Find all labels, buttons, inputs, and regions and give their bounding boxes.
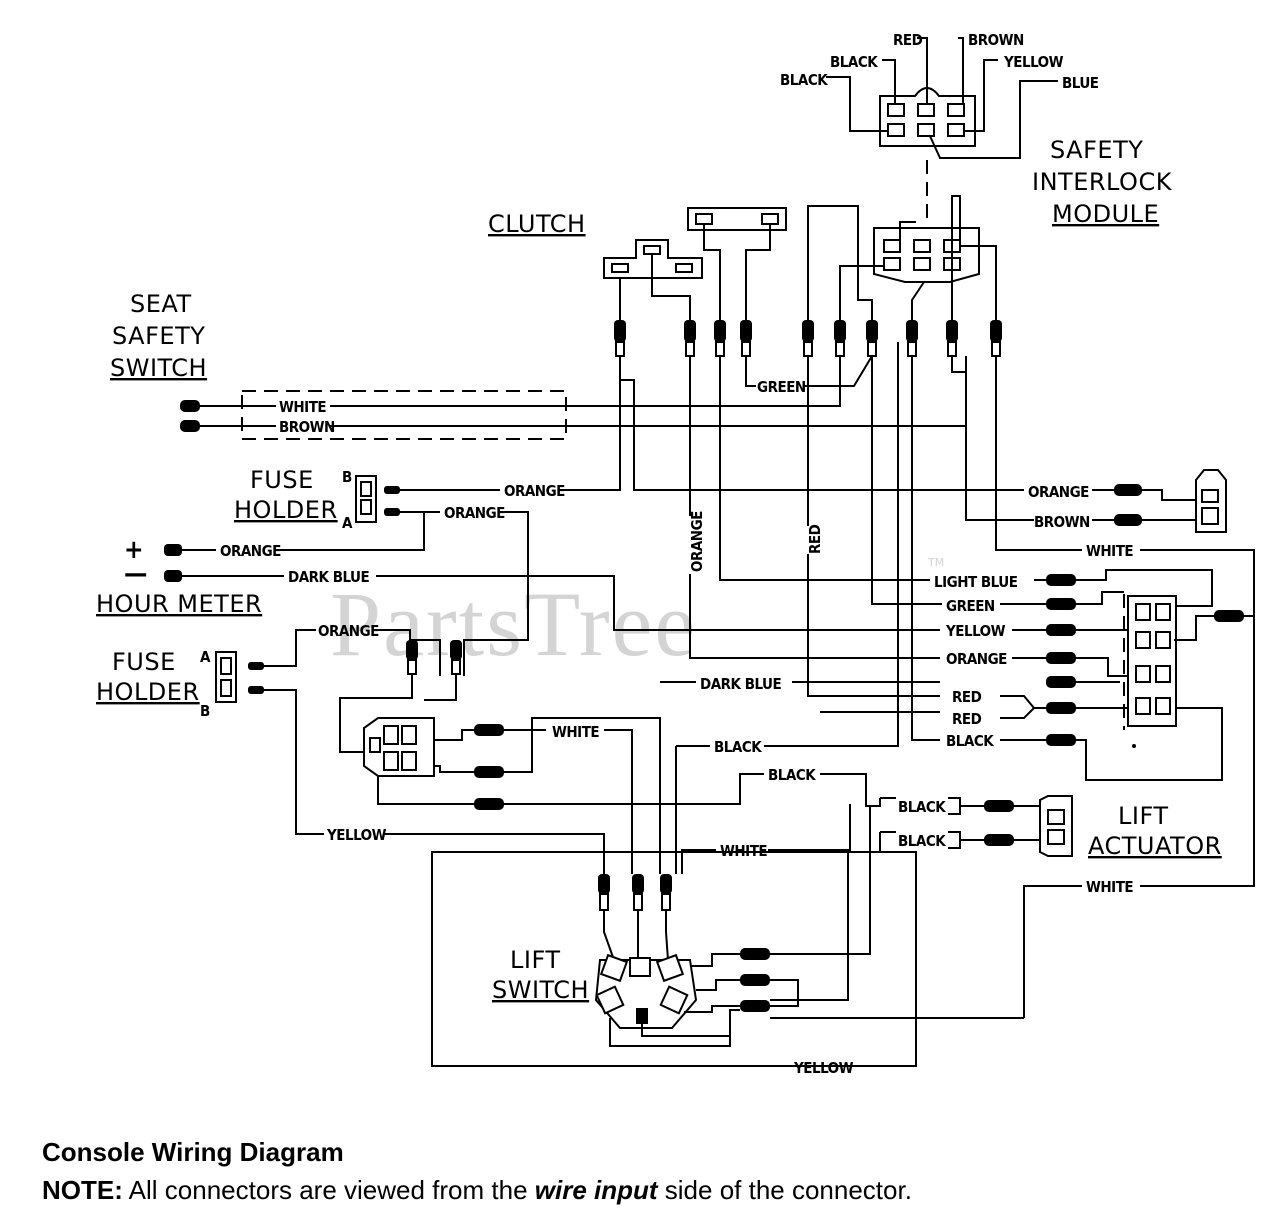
watermark-text: PartsTree [330, 573, 697, 675]
fuse-holder-bottom-line2: HOLDER [96, 678, 200, 706]
hour-meter-plus: + [124, 535, 143, 565]
lift-switch-body [594, 953, 698, 1029]
fuse-holder-top-line1: FUSE [250, 466, 314, 494]
wire-label-orange-fuse-b: ORANGE [504, 482, 565, 500]
wire-label-white-right: WHITE [1086, 542, 1133, 560]
wire-label-yellow-top: YELLOW [1003, 53, 1064, 71]
wire-label-brown-seat: BROWN [279, 418, 335, 436]
note-text-2: side of the connector. [657, 1175, 912, 1205]
wire-label-orange-fuse-a: ORANGE [444, 504, 505, 522]
wire-label-brown-top: BROWN [968, 31, 1024, 49]
wire-label-black-center: BLACK [768, 766, 816, 784]
lift-actuator-connector [1039, 795, 1073, 857]
wire-label-green-right: GREEN [946, 597, 995, 615]
seat-safety-line1: SEAT [130, 290, 192, 318]
note-text-1: All connectors are viewed from the [122, 1175, 535, 1205]
safety-interlock-line1: SAFETY [1050, 136, 1143, 164]
wire-label-red-right-1: RED [952, 688, 982, 706]
hour-meter-title: HOUR METER [96, 590, 262, 618]
fuse-bottom-terminal-a: A [200, 648, 211, 666]
lift-actuator-line2: ACTUATOR [1088, 832, 1222, 860]
wire-label-orange-hour: ORANGE [220, 542, 281, 560]
diagram-caption: Console Wiring Diagram [42, 1137, 344, 1167]
wire-label-white-lift: WHITE [720, 842, 767, 860]
wire-label-yellow-right: YELLOW [945, 622, 1006, 640]
wire-label-black-actuator-1: BLACK [898, 798, 946, 816]
wire-label-orange-right: ORANGE [1028, 483, 1089, 501]
wire-label-white-bottom-right: WHITE [1086, 878, 1133, 896]
wire-label-orange-right-block: ORANGE [946, 650, 1007, 668]
bullet-connector-row [614, 320, 1002, 357]
seat-switch-plug-2 [180, 420, 200, 432]
fuse-top-terminal-b: B [342, 468, 352, 486]
console-wiring-diagram: PartsTree TM BLACK BLACK RED BROWN YELLO… [96, 31, 1255, 1077]
fuse-top-terminal-a: A [342, 514, 353, 532]
wire-label-black-2: BLACK [830, 53, 878, 71]
wire-label-black-right: BLACK [946, 732, 994, 750]
wire-label-brown-right: BROWN [1034, 513, 1090, 531]
clutch-title: CLUTCH [488, 210, 586, 238]
wire-label-black-actuator-2: BLACK [898, 832, 946, 850]
wire-label-orange-fuse-bottom: ORANGE [318, 622, 379, 640]
wire-label-green-top: GREEN [757, 378, 806, 396]
seat-safety-line2: SAFETY [112, 322, 205, 350]
wire-label-red-right-2: RED [952, 710, 982, 728]
clutch-connector-2 [687, 207, 787, 231]
watermark-trademark: TM [927, 556, 944, 569]
note-prefix: NOTE: [42, 1175, 123, 1205]
fuse-holder-top-line2: HOLDER [234, 496, 338, 524]
fuse-holder-bottom-line1: FUSE [112, 648, 176, 676]
interlock-module-body [873, 227, 980, 283]
lift-switch-side-plugs [740, 948, 770, 1012]
lift-switch-loop [431, 851, 917, 1067]
wire-label-white-center: WHITE [552, 723, 599, 741]
wire-label-red-top: RED [893, 31, 923, 49]
fuse-holder-bottom-body [215, 651, 237, 703]
wire-label-black-mid: BLACK [714, 738, 762, 756]
lift-switch-line1: LIFT [510, 946, 561, 974]
lift-switch-line2: SWITCH [492, 976, 589, 1004]
wire-label-white-seat: WHITE [279, 398, 326, 416]
seat-safety-line3: SWITCH [110, 354, 207, 382]
diagram-note: NOTE: All connectors are viewed from the… [42, 1175, 912, 1206]
lift-switch-bullets [598, 874, 672, 911]
seat-switch-harness-dashed [241, 390, 567, 440]
seat-switch-plug-1 [180, 400, 200, 412]
note-emphasis: wire input [534, 1175, 658, 1205]
brake-switch-connector [1195, 469, 1227, 533]
hour-meter-minus: — [124, 559, 147, 589]
wire-label-dark-blue-right: DARK BLUE [700, 675, 782, 693]
fuse-holder-top-body [355, 475, 377, 523]
wire-label-yellow-left: YELLOW [326, 826, 387, 844]
right-8-pin-connector [1123, 594, 1177, 748]
wire-label-dark-blue-hour: DARK BLUE [288, 568, 370, 586]
wire-label-light-blue: LIGHT BLUE [934, 573, 1018, 591]
safety-interlock-line2: INTERLOCK [1032, 168, 1173, 196]
wire-label-yellow-bottom: YELLOW [793, 1059, 854, 1077]
right-bullet-plugs [1046, 574, 1076, 746]
wire-label-blue-top: BLUE [1062, 74, 1099, 92]
wire-label-red-vertical: RED [806, 524, 824, 554]
central-connector [363, 717, 435, 777]
fuse-bottom-terminal-b: B [200, 702, 210, 720]
safety-interlock-line3: MODULE [1052, 200, 1159, 228]
lift-actuator-line1: LIFT [1118, 802, 1169, 830]
wire-label-orange-vertical: ORANGE [688, 511, 706, 572]
wire-label-black-1: BLACK [780, 71, 828, 89]
